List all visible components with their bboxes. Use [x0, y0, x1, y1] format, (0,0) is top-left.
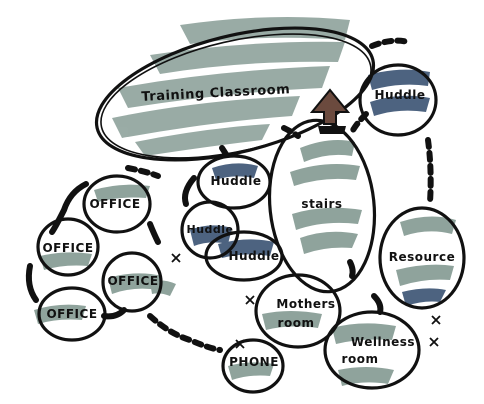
connector-training-office: [125, 165, 161, 179]
connector-huddle-resource: [425, 137, 434, 205]
phone-bubble: [221, 338, 285, 394]
x-mark-4: [431, 315, 441, 325]
label-huddle-b: Huddle: [186, 223, 233, 236]
label-office-1: OFFICE: [89, 197, 140, 211]
resource-fill: [396, 216, 456, 286]
label-office-3: OFFICE: [107, 274, 158, 288]
label-phone: PHONE: [229, 355, 279, 369]
office-2-bubble: [36, 217, 100, 277]
office-3-bubble: [101, 251, 163, 313]
connector-office-1-2: [49, 181, 89, 235]
huddle-a-bubble: [196, 154, 272, 210]
connector-office-4-3: [101, 307, 127, 320]
stairs-arrow-icon: [309, 88, 351, 134]
stairs-bubble: [267, 118, 377, 294]
x-mark-3: [235, 339, 245, 349]
connector-huddle-office: [182, 175, 197, 207]
training-classroom-bubble-2: [100, 33, 372, 159]
label-huddle-a: Huddle: [210, 174, 261, 188]
label-huddle-top: Huddle: [374, 88, 425, 102]
training-classroom-bubble: [94, 26, 376, 162]
x-marks: [171, 253, 441, 349]
resource-fill-dark: [402, 288, 446, 306]
connector-resource-wellness: [371, 293, 384, 315]
label-wellness-line2: room: [342, 352, 379, 366]
wellness-room-bubble: [323, 310, 421, 390]
label-huddle-c: Huddle: [228, 249, 279, 263]
x-mark-1: [171, 253, 181, 263]
x-mark-5: [429, 337, 439, 347]
connector-huddle-stairs: [349, 111, 369, 135]
huddle-top-fill: [368, 69, 430, 116]
label-office-4: OFFICE: [46, 307, 97, 321]
outlines: [36, 26, 466, 394]
mothers-room-bubble: [254, 273, 342, 349]
label-office-2: OFFICE: [42, 241, 93, 255]
huddle-c-bubble: [204, 230, 284, 282]
connector-office-2-4: [25, 263, 39, 303]
lower-fill: [228, 311, 396, 386]
huddle-mid-fill: [190, 163, 274, 258]
connector-training-huddle: [369, 37, 411, 49]
x-mark-2: [245, 295, 255, 305]
huddle-b-bubble: [180, 200, 240, 260]
office-fill: [34, 184, 176, 324]
label-mothers-line1: Mothers: [276, 297, 335, 311]
labels: Training Classroom Huddle Huddle Huddle …: [42, 82, 455, 369]
office-1-bubble: [82, 174, 152, 234]
connector-office-phone: [147, 313, 223, 353]
connectors: [25, 37, 434, 353]
connector-office-1-3: [147, 221, 161, 245]
label-wellness-line1: Wellness: [351, 335, 415, 349]
connector-training-stairs: [281, 125, 301, 139]
huddle-top-bubble: [358, 63, 438, 137]
resource-bubble: [378, 206, 466, 310]
label-stairs: stairs: [301, 197, 342, 211]
fills: [34, 16, 456, 386]
connector-training-huddle-a: [219, 145, 231, 161]
connector-stairs-mothers: [347, 259, 356, 279]
label-resource: Resource: [389, 250, 455, 264]
stairs-fill: [290, 140, 362, 254]
label-mothers-line2: room: [278, 316, 315, 330]
